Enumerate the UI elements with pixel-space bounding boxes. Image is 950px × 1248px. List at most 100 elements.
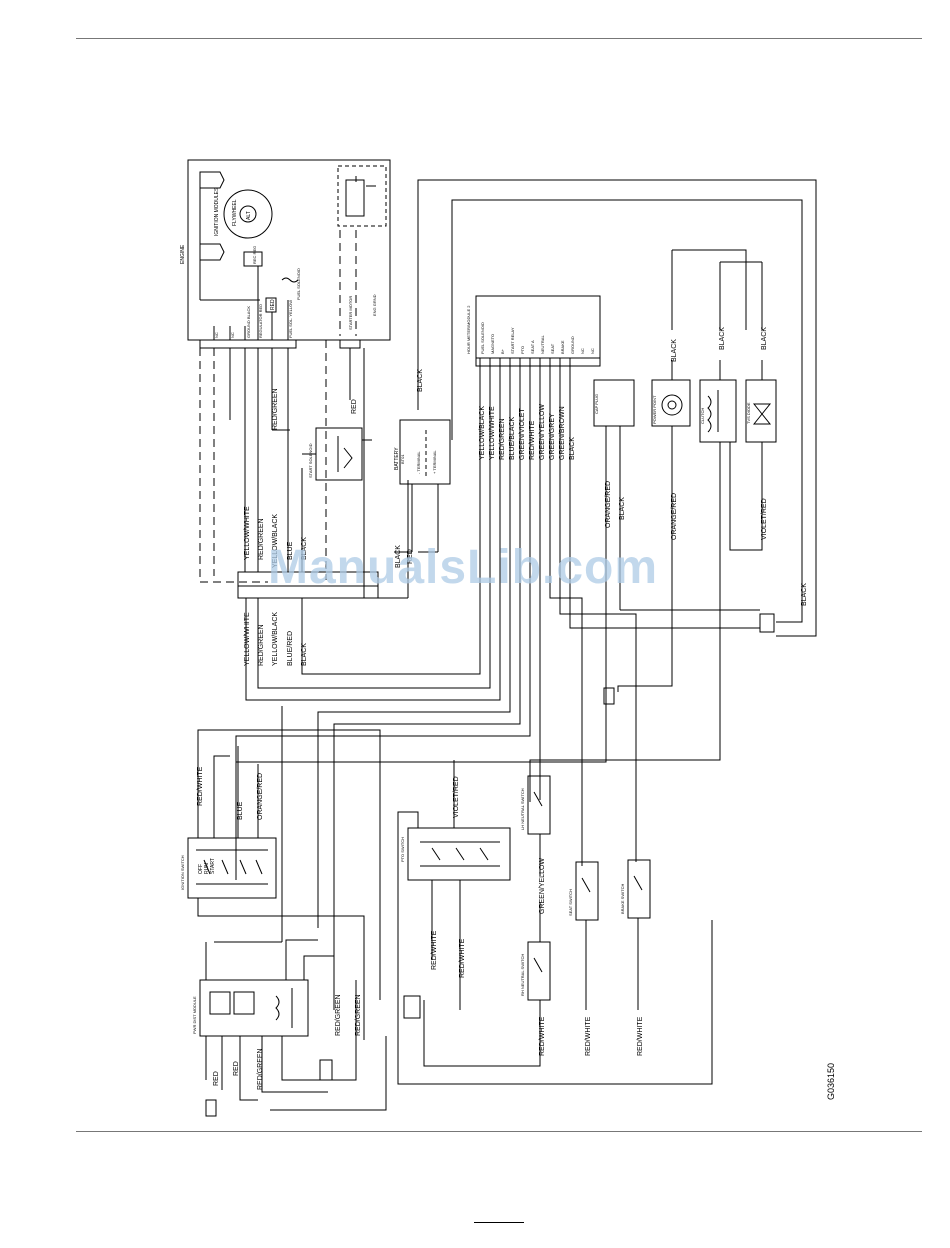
pto-wire-red-white-2: RED/WHITE bbox=[459, 938, 466, 978]
pto-wire-violet-red: VIOLET/RED bbox=[453, 776, 460, 818]
lh-neutral-title: LH NEUTRAL SWITCH bbox=[520, 788, 525, 830]
wire-red-green-engine: RED/GREEN bbox=[272, 388, 279, 430]
cap-plug bbox=[235, 379, 760, 880]
hour-meter-title: HOUR METER/MODULE 2 bbox=[466, 305, 471, 354]
ign-wire-orange-red: ORANGE/RED bbox=[257, 773, 264, 820]
pdm-wire-red-green-3: RED/GREEN bbox=[355, 994, 362, 1036]
wire-black-pp: BLACK bbox=[671, 339, 678, 362]
engine-title: ENGINE bbox=[180, 244, 186, 264]
hm-pin-1: FUEL SOLENOID bbox=[480, 322, 485, 354]
hour-meter-module bbox=[475, 295, 601, 466]
ign-wire-blue: BLUE bbox=[237, 801, 244, 820]
ignition-switch bbox=[187, 729, 381, 1040]
hm-wire-9: GREEN/BROWN bbox=[559, 406, 566, 460]
wire-red-green-upper: RED/GREEN bbox=[258, 518, 265, 560]
conn-pin-3: GROUND BLACK bbox=[246, 306, 251, 338]
battery-red-wire: RED bbox=[407, 549, 414, 564]
lh-neutral-wire: GREEN/YELLOW bbox=[539, 858, 546, 914]
figure-id: G036150 bbox=[826, 1063, 836, 1100]
power-point-title: POWER POINT bbox=[652, 395, 657, 424]
wire-orange-red-cap: ORANGE/RED bbox=[605, 481, 612, 528]
hm-pin-4: START RELAY bbox=[510, 327, 515, 354]
splice-red bbox=[205, 1099, 217, 1117]
hm-pin-9: BRAKE bbox=[560, 340, 565, 354]
wire-black-cap: BLACK bbox=[619, 497, 626, 520]
pto-switch bbox=[397, 760, 713, 1085]
conn-pin-5: FUEL SOL. YELLOW bbox=[288, 300, 293, 338]
eng-gnd-label: ENG GRND bbox=[372, 294, 377, 316]
hm-wire-2: YELLOW/WHITE bbox=[489, 406, 496, 460]
hm-pin-3: B+ bbox=[500, 348, 505, 354]
wire-blue-upper: BLUE bbox=[287, 541, 294, 560]
start-solenoid bbox=[302, 427, 372, 481]
battery-pos: + TERMINAL bbox=[432, 450, 437, 474]
start-solenoid-title: START SOLENOID bbox=[308, 443, 313, 478]
pdm-wire-red-green-2: RED/GREEN bbox=[335, 994, 342, 1036]
hm-wire-3: RED/GREEN bbox=[499, 418, 506, 460]
watermark: ManualsLib.com bbox=[268, 541, 659, 594]
engine-red-label: RED bbox=[270, 299, 276, 310]
tvs-diode-title: TVS DIODE bbox=[746, 402, 751, 424]
hm-wire-8: GREEN/GREY bbox=[549, 413, 556, 460]
hm-wire-7: GREEN/YELLOW bbox=[539, 404, 546, 460]
power-distribution-module bbox=[199, 706, 387, 1111]
ign-state-off: OFF bbox=[198, 864, 204, 874]
pdm-title: PWR DIST MODULE bbox=[192, 996, 197, 1034]
wire-red-green-lower: RED/GREEN bbox=[258, 624, 265, 666]
ignition-switch-title: IGNITION SWITCH bbox=[180, 855, 185, 890]
conn-pin-1: NC bbox=[214, 332, 219, 338]
wire-blue-red-lower: BLUE/RED bbox=[287, 631, 294, 666]
wire-black-clutch: BLACK bbox=[719, 327, 726, 350]
alt-label: ALT bbox=[246, 211, 252, 220]
engine-harness-dashed bbox=[199, 340, 327, 583]
pdm-wire-red-2: RED bbox=[233, 1061, 240, 1076]
wire-red-engine: RED bbox=[351, 399, 358, 414]
wire-yellow-black-upper: YELLOW/BLACK bbox=[272, 514, 279, 568]
top-rule bbox=[76, 38, 922, 39]
wire-yellow-white-lower: YELLOW/WHITE bbox=[244, 612, 251, 666]
hm-pin-12: NC bbox=[590, 348, 595, 354]
battery-black-wire: BLACK bbox=[395, 545, 402, 568]
conn-pin-2: NC bbox=[230, 332, 235, 338]
wire-black-tvs: BLACK bbox=[761, 327, 768, 350]
fuel-solenoid-label: FUEL SOLENOID bbox=[296, 268, 301, 300]
hm-pin-10: GROUND bbox=[570, 336, 575, 354]
wire-yellow-white-upper: YELLOW/WHITE bbox=[244, 506, 251, 560]
wire-yellow-black-lower: YELLOW/BLACK bbox=[272, 612, 279, 666]
tvs-diode bbox=[720, 261, 777, 551]
hm-pin-5: PTO bbox=[520, 346, 525, 354]
clutch bbox=[529, 262, 737, 802]
engine-harness-wires bbox=[229, 348, 409, 599]
wire-black-lower: BLACK bbox=[301, 643, 308, 666]
starter-motor-label: STARTER MOTOR bbox=[348, 296, 353, 330]
seat-switch-wire: RED/WHITE bbox=[585, 1016, 592, 1056]
seat-switch bbox=[575, 861, 599, 1010]
battery bbox=[394, 419, 451, 553]
black-outer-wire: BLACK bbox=[417, 369, 424, 392]
hm-wire-1: YELLOW/BLACK bbox=[479, 406, 486, 460]
ign-state-run: RUN bbox=[204, 863, 210, 874]
page-number-line bbox=[474, 1222, 524, 1223]
brake-switch-wire: RED/WHITE bbox=[637, 1016, 644, 1056]
brake-switch bbox=[627, 859, 651, 1010]
rec-reg-label: REC REG bbox=[252, 246, 257, 264]
splice-pto bbox=[403, 995, 421, 1019]
brake-switch-title: BRAKE SWITCH bbox=[620, 883, 625, 914]
hm-wire-6: RED/WHITE bbox=[529, 420, 536, 460]
battery-title: BATTERY bbox=[394, 447, 400, 470]
splice-pdm bbox=[319, 1059, 333, 1081]
pto-switch-title: PTO SWITCH bbox=[400, 837, 405, 862]
ign-wire-red-white: RED/WHITE bbox=[197, 766, 204, 806]
engine-block bbox=[187, 159, 391, 349]
wire-black-right: BLACK bbox=[801, 583, 808, 606]
wire-violet-red: VIOLET/RED bbox=[761, 498, 768, 540]
battery-neg: - TERMINAL bbox=[416, 451, 421, 474]
hm-pin-2: MAGNETO bbox=[490, 334, 495, 354]
wire-orange-red-pp: ORANGE/RED bbox=[671, 493, 678, 540]
clutch-title: CLUTCH bbox=[700, 408, 705, 424]
harness-connector-lower bbox=[237, 585, 379, 599]
hm-wire-5: GREEN/VIOLET bbox=[519, 408, 526, 460]
hm-pin-8: SEAT bbox=[550, 343, 555, 354]
hour-meter-wires bbox=[235, 466, 760, 1010]
